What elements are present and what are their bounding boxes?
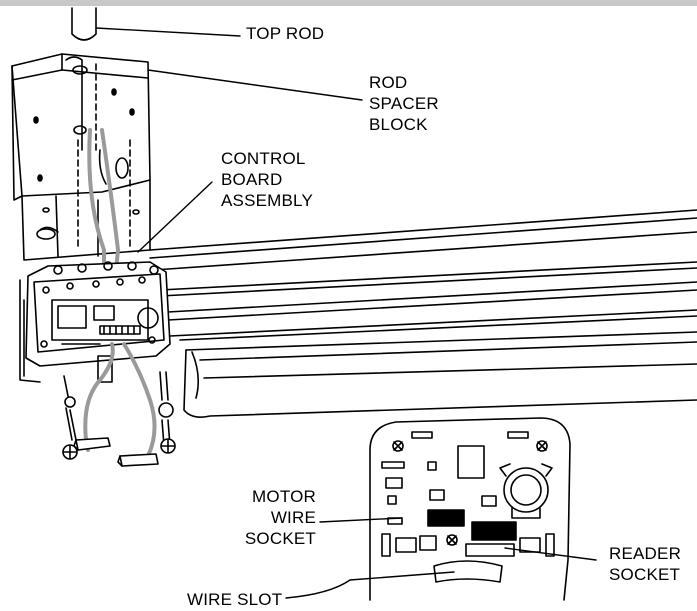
screws (62, 371, 176, 460)
label-motor-wire-socket: MOTOR WIRE SOCKET (244, 487, 316, 548)
label-control-board-assembly: CONTROL BOARD ASSEMBLY (221, 149, 313, 210)
top-rod (71, 7, 97, 41)
lower-wire-right (122, 342, 157, 458)
label-reader-socket: READER SOCKET (609, 544, 682, 584)
control-board-assembly (19, 261, 171, 383)
lower-wire-left (83, 342, 115, 452)
control-board-detail (369, 417, 571, 601)
track-rails (149, 209, 697, 418)
label-wire-slot: WIRE SLOT (187, 590, 283, 609)
label-rod-spacer-block: ROD SPACER BLOCK (369, 73, 439, 134)
upper-wire-right (100, 128, 120, 272)
header-bar (0, 0, 697, 6)
wire-connectors (73, 437, 159, 467)
leader-lines (95, 27, 597, 599)
upper-wire-left (87, 128, 106, 272)
label-top-rod: TOP ROD (246, 24, 325, 43)
rod-spacer-block (11, 53, 151, 261)
